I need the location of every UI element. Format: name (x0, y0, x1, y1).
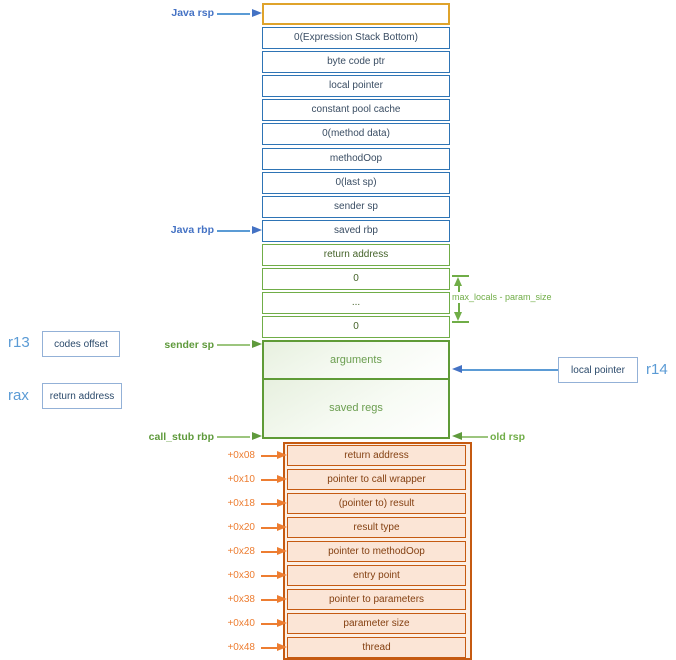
sender-sp-arrow-line (217, 344, 250, 346)
callstub-row-methodoop: pointer to methodOop (287, 541, 466, 562)
caller-row-return-address: return address (262, 244, 450, 266)
rax-value-box: return address (42, 383, 122, 409)
interpreter-row-methodoop: methodOop (262, 148, 450, 170)
register-r13: r13 (8, 334, 30, 351)
offset-label-0x08: +0x08 (227, 450, 255, 461)
callstub-row-return-address: return address (287, 445, 466, 466)
call-stub-rbp-label: call_stub rbp (148, 431, 214, 443)
interpreter-row-expression-stack-bottom: 0(Expression Stack Bottom) (262, 27, 450, 49)
interpreter-row-local-pointer: local pointer (262, 75, 450, 97)
offset-arrow-icon-0x20 (277, 523, 287, 531)
local-pointer-arrow-icon (452, 365, 462, 373)
offset-label-0x20: +0x20 (227, 522, 255, 533)
callstub-row-call-wrapper: pointer to call wrapper (287, 469, 466, 490)
offset-arrow-icon-0x30 (277, 571, 287, 579)
offset-label-0x18: +0x18 (227, 498, 255, 509)
dimension-up-arrow-icon (454, 277, 462, 286)
sender-sp-arrow-icon (252, 340, 262, 348)
dimension-label: max_locals - param_size (452, 292, 552, 302)
offset-arrow-icon-0x18 (277, 499, 287, 507)
offset-arrow-icon-0x40 (277, 619, 287, 627)
call-stub-rbp-arrow-line (217, 436, 250, 438)
offset-arrow-line-0x10 (261, 479, 278, 481)
offset-arrow-icon-0x48 (277, 643, 287, 651)
callstub-row-thread: thread (287, 637, 466, 658)
callstub-row-result: (pointer to) result (287, 493, 466, 514)
java-rsp-label: Java rsp (171, 7, 214, 19)
interpreter-row-last-sp: 0(last sp) (262, 172, 450, 194)
offset-arrow-icon-0x38 (277, 595, 287, 603)
dimension-down-arrow-icon (454, 312, 462, 321)
saved-regs-block: saved regs (262, 378, 450, 439)
callstub-row-entry-point: entry point (287, 565, 466, 586)
dimension-shaft-bottom (458, 303, 460, 312)
offset-label-0x30: +0x30 (227, 570, 255, 581)
java-rbp-label: Java rbp (170, 224, 214, 236)
interpreter-row-constant-pool-cache: constant pool cache (262, 99, 450, 121)
offset-arrow-line-0x40 (261, 623, 278, 625)
local-pointer-arrow-line (462, 369, 558, 371)
register-r14: r14 (646, 361, 668, 378)
stack-top-cell (262, 3, 450, 25)
callstub-row-parameters-pointer: pointer to parameters (287, 589, 466, 610)
old-rsp-arrow-icon (452, 432, 462, 440)
offset-arrow-icon-0x28 (277, 547, 287, 555)
old-rsp-label: old rsp (490, 431, 526, 443)
caller-row-zero-2: 0 (262, 316, 450, 338)
java-rsp-arrow-icon (252, 9, 262, 17)
offset-arrow-line-0x20 (261, 527, 278, 529)
interpreter-row-saved-rbp: saved rbp (262, 220, 450, 242)
java-rbp-arrow-line (217, 230, 250, 232)
arguments-block: arguments (262, 340, 450, 378)
offset-arrow-icon-0x08 (277, 451, 287, 459)
dimension-bottom-tick (452, 321, 469, 323)
offset-label-0x10: +0x10 (227, 474, 255, 485)
caller-row-zero-1: 0 (262, 268, 450, 290)
dimension-shaft-top (458, 286, 460, 292)
interpreter-row-method-data: 0(method data) (262, 123, 450, 145)
dimension-top-tick (452, 275, 469, 277)
offset-arrow-line-0x30 (261, 575, 278, 577)
interpreter-row-byte-code-ptr: byte code ptr (262, 51, 450, 73)
java-rbp-arrow-icon (252, 226, 262, 234)
register-rax: rax (8, 387, 29, 404)
offset-label-0x38: +0x38 (227, 594, 255, 605)
call-stub-rbp-arrow-icon (252, 432, 262, 440)
offset-label-0x40: +0x40 (227, 618, 255, 629)
r13-value-box: codes offset (42, 331, 120, 357)
offset-arrow-icon-0x10 (277, 475, 287, 483)
sender-sp-label: sender sp (164, 339, 214, 351)
offset-arrow-line-0x08 (261, 455, 278, 457)
r14-value-box: local pointer (558, 357, 638, 383)
offset-arrow-line-0x28 (261, 551, 278, 553)
old-rsp-arrow-line (462, 436, 488, 438)
java-rsp-arrow-line (217, 13, 250, 15)
offset-label-0x48: +0x48 (227, 642, 255, 653)
offset-arrow-line-0x38 (261, 599, 278, 601)
caller-row-ellipsis: ... (262, 292, 450, 314)
offset-label-0x28: +0x28 (227, 546, 255, 557)
offset-arrow-line-0x18 (261, 503, 278, 505)
callstub-row-result-type: result type (287, 517, 466, 538)
interpreter-row-sender-sp: sender sp (262, 196, 450, 218)
callstub-row-parameter-size: parameter size (287, 613, 466, 634)
offset-arrow-line-0x48 (261, 647, 278, 649)
